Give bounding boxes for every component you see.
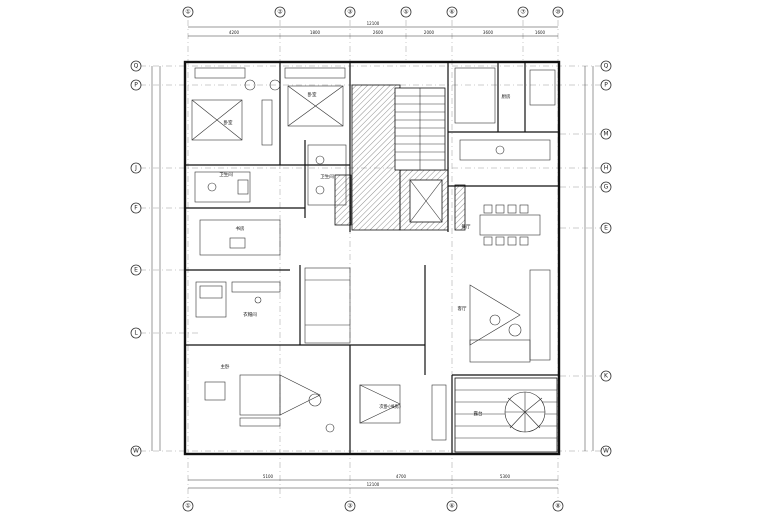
room-label-study: 书房 (236, 225, 245, 232)
bottom-axis-label: ⑧ (555, 503, 560, 510)
top-axis-label: ⑩ (555, 9, 560, 16)
room-label-bedroom-1: 卧室 (224, 119, 233, 126)
top-dimension-5: 3600 (483, 30, 494, 35)
room-label-bath-1: 卫生间 (219, 171, 233, 178)
room-label-master-bedroom: 主卧 (221, 363, 230, 370)
right-axis-label: E (604, 225, 608, 232)
bottom-dimension-2: 4700 (396, 474, 407, 479)
exterior-walls (183, 60, 561, 456)
bottom-total-dimension: 12100 (367, 482, 380, 487)
bedroom-2-furniture (269, 67, 346, 127)
top-dimension-1: 4200 (229, 30, 240, 35)
master-bedroom-furniture (204, 374, 335, 433)
bottom-axis-bubbles: ① ③ ⑥ ⑧ (182, 500, 564, 512)
bottom-axis-label: ⑥ (449, 503, 454, 510)
study-furniture (199, 219, 281, 256)
room-label-cloak: 衣帽间 (243, 311, 257, 318)
bottom-dimension-3: 5300 (500, 474, 511, 479)
room-label-bedroom-2: 卧室 (308, 91, 317, 98)
top-dimension-2: 1800 (310, 30, 321, 35)
closet-middle (304, 267, 351, 344)
bottom-dimension-1: 5100 (263, 474, 274, 479)
top-axis-label: ⑦ (520, 9, 526, 16)
right-axis-label: Q (604, 63, 609, 70)
right-axis-label: G (604, 184, 609, 191)
right-axis-label: M (603, 131, 608, 138)
right-axis-label: P (604, 82, 608, 89)
top-axis-label: ② (277, 9, 283, 16)
left-axis-label: J (134, 165, 137, 172)
dining-furniture (479, 204, 541, 246)
right-axis-label: K (604, 373, 609, 380)
left-axis-label: Q (134, 63, 139, 70)
second-bedroom-furniture (359, 384, 447, 441)
left-axis-label: E (134, 267, 138, 274)
left-axis-label: F (134, 205, 138, 212)
plant-icon (504, 391, 546, 433)
cloak-fixtures (195, 281, 281, 318)
elevator-shaft (409, 179, 443, 223)
top-axis-label: ① (185, 9, 190, 16)
left-axis-bubbles: Q P J F E L W (130, 60, 142, 457)
right-axis-bubbles: Q P M H G E K W (600, 60, 612, 457)
top-axis-label: ③ (347, 9, 352, 16)
bedroom-1-furniture (191, 67, 273, 146)
bottom-axis-label: ③ (347, 503, 352, 510)
kitchen-fixtures (454, 67, 556, 161)
bath-1-fixtures (194, 171, 251, 203)
top-dimension-chain: 12100 4200 1800 2600 2000 3600 1600 (188, 21, 558, 37)
top-dimension-6: 1600 (535, 30, 546, 35)
room-label-kitchen: 厨房 (502, 93, 511, 100)
bottom-axis-label: ① (185, 503, 190, 510)
top-axis-label: ⑤ (403, 9, 408, 16)
right-axis-label: H (604, 165, 609, 172)
bottom-dimension-chain: 5100 4700 5300 12100 (188, 474, 558, 489)
top-dimension-4: 2000 (424, 30, 435, 35)
room-label-living: 客厅 (458, 305, 467, 312)
room-label-bath-2: 卫生间 (320, 173, 334, 180)
room-label-second-bedroom: 次卧(书房) (379, 403, 401, 410)
room-label-terrace: 露台 (474, 410, 483, 417)
living-furniture (469, 269, 551, 363)
left-axis-label: L (134, 330, 138, 337)
left-axis-label: W (133, 448, 139, 455)
top-dimension-3: 2600 (373, 30, 384, 35)
room-label-dining: 餐厅 (462, 223, 471, 230)
stair (394, 87, 446, 171)
bath-2-fixtures (307, 144, 347, 206)
left-axis-label: P (134, 82, 138, 89)
top-axis-label: ⑥ (449, 9, 454, 16)
side-dimension-lines (151, 66, 594, 451)
top-total-dimension: 12100 (367, 21, 380, 26)
top-axis-bubbles: ① ② ③ ⑤ ⑥ ⑦ ⑩ (182, 6, 564, 18)
interior-walls (185, 62, 559, 454)
right-axis-label: W (603, 448, 609, 455)
